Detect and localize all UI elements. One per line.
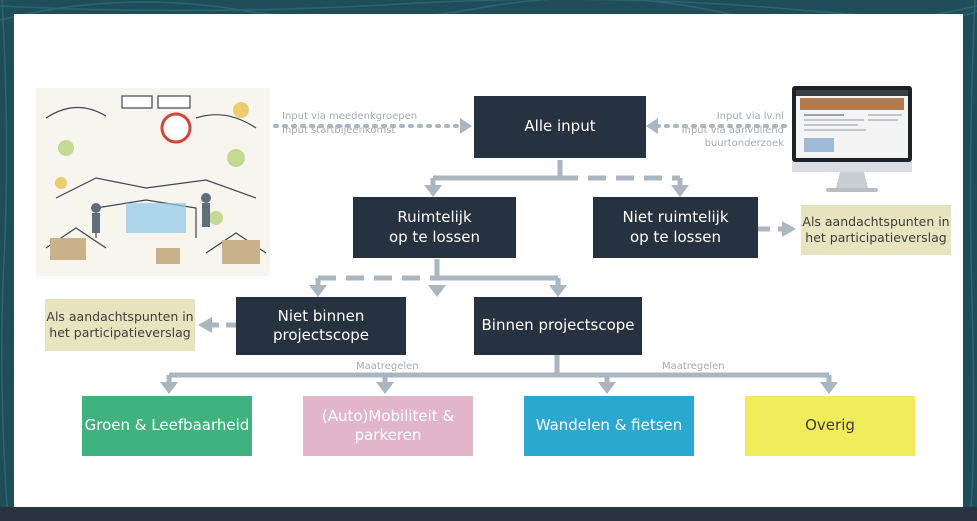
website-monitor-icon xyxy=(792,86,912,192)
visual-notes-sketch-icon xyxy=(36,88,270,276)
aandachtspunten-left-node: Als aandachtspunten in het participatiev… xyxy=(45,299,195,351)
overig-node: Overig xyxy=(745,396,915,456)
binnen-projectscope-node: Binnen projectscope xyxy=(474,297,642,355)
input-meedenkgroepen-label: Input via meedenkgroepen xyxy=(282,111,418,122)
aandachtspunten-right-node: Als aandachtspunten in het participatiev… xyxy=(801,205,951,255)
input-left-text: Input via meedenkgroepen Input startbije… xyxy=(282,110,432,137)
ruimtelijk-node: Ruimtelijk op te lossen xyxy=(353,197,516,258)
input-lv-label: Input via lv.nl xyxy=(716,111,784,122)
input-startbijeenkomst-label: Input startbijeenkomst xyxy=(282,124,396,136)
maatregelen-right-label: Maatregelen xyxy=(662,361,725,372)
input-aanvullend-label: Input via aanvullend xyxy=(681,124,784,136)
mobiliteit-parkeren-node: (Auto)Mobiliteit & parkeren xyxy=(303,396,473,456)
wandelen-fietsen-node: Wandelen & fietsen xyxy=(524,396,694,456)
groen-leefbaarheid-node: Groen & Leefbaarheid xyxy=(82,396,252,456)
alle-input-node: Alle input xyxy=(474,96,646,158)
input-buurtonderzoek-label: buurtonderzoek xyxy=(704,138,784,149)
bottom-bar xyxy=(0,507,977,521)
input-right-text: Input via lv.nl Input via aanvullend buu… xyxy=(660,110,784,151)
niet-binnen-projectscope-node: Niet binnen projectscope xyxy=(236,297,406,355)
niet-ruimtelijk-node: Niet ruimtelijk op te lossen xyxy=(593,197,758,258)
maatregelen-left-label: Maatregelen xyxy=(356,361,419,372)
